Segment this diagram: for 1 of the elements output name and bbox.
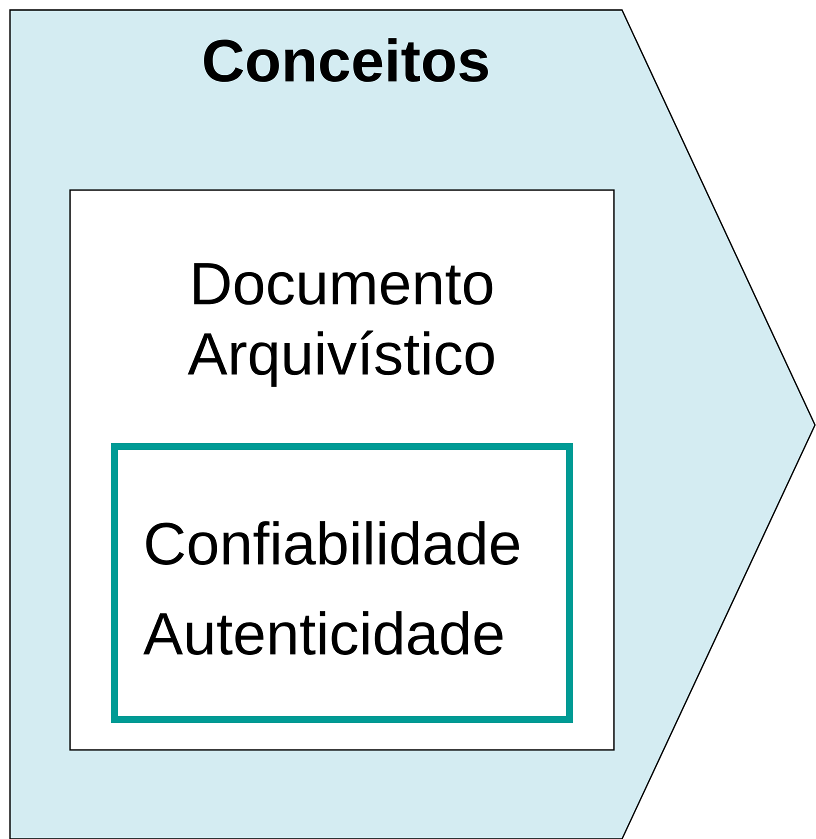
concept-box: Confiabilidade Autenticidade — [111, 443, 573, 723]
